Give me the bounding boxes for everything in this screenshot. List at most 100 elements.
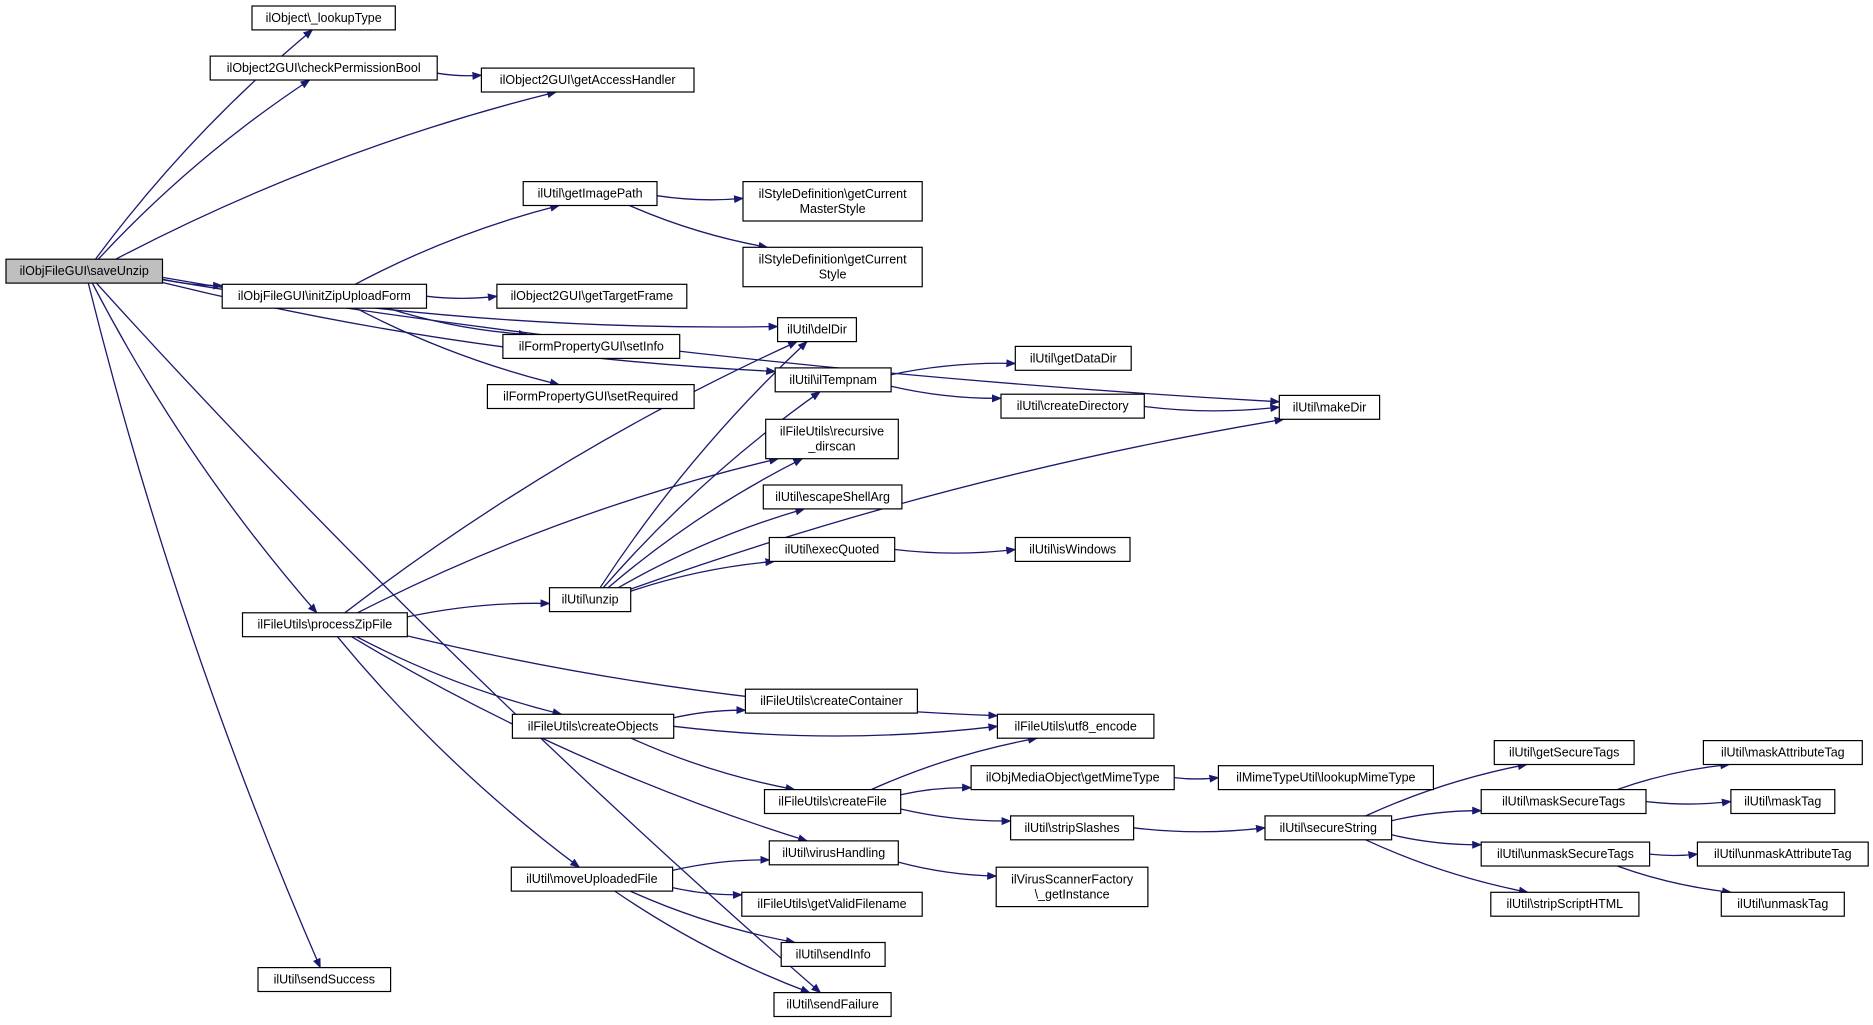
node-createDirectory[interactable]: ilUtil\createDirectory <box>1000 393 1145 419</box>
node-box-stripSlashes[interactable] <box>1009 815 1135 841</box>
node-box-getDataDir[interactable] <box>1014 345 1132 371</box>
node-getDataDir[interactable]: ilUtil\getDataDir <box>1014 345 1132 371</box>
node-box-saveUnzip[interactable] <box>5 258 164 284</box>
node-saveUnzip[interactable]: ilObjFileGUI\saveUnzip <box>5 258 164 284</box>
node-box-initZipUploadForm[interactable] <box>221 283 428 309</box>
node-lookupType[interactable]: ilObject\_lookupType <box>251 5 396 31</box>
node-setRequired[interactable]: ilFormPropertyGUI\setRequired <box>486 384 695 410</box>
node-box-getImagePath[interactable] <box>522 181 658 207</box>
node-maskAttributeTag[interactable]: ilUtil\maskAttributeTag <box>1702 739 1863 766</box>
node-box-isWindows[interactable] <box>1014 536 1131 562</box>
node-getSecureTags[interactable]: ilUtil\getSecureTags <box>1493 739 1635 766</box>
node-getTargetFrame[interactable]: ilObject2GUI\getTargetFrame <box>496 283 688 309</box>
edge-getImagePath-to-getCurrentStyle <box>629 204 769 250</box>
node-makeDir[interactable]: ilUtil\makeDir <box>1278 394 1381 420</box>
node-createContainer[interactable]: ilFileUtils\createContainer <box>744 688 919 714</box>
edge-processZipFile-to-recursive_dirscan <box>357 456 780 614</box>
node-label-getSecureTags-0: ilUtil\getSecureTags <box>1509 746 1619 760</box>
node-recursive_dirscan[interactable]: ilFileUtils\recursive_dirscan <box>765 418 899 460</box>
node-box-processZipFile[interactable] <box>241 612 408 638</box>
node-box-createDirectory[interactable] <box>1000 393 1145 419</box>
node-box-maskSecureTags[interactable] <box>1480 788 1647 815</box>
node-box-stripScriptHTML[interactable] <box>1490 891 1640 917</box>
node-box-virusHandling[interactable] <box>768 840 899 866</box>
node-unmaskTag[interactable]: ilUtil\unmaskTag <box>1720 891 1845 917</box>
node-unmaskSecureTags[interactable]: ilUtil\unmaskSecureTags <box>1480 841 1651 867</box>
node-secureString[interactable]: ilUtil\secureString <box>1264 815 1393 841</box>
node-stripScriptHTML[interactable]: ilUtil\stripScriptHTML <box>1490 891 1640 917</box>
node-getValidFilename[interactable]: ilFileUtils\getValidFilename <box>741 891 923 917</box>
node-box-sendInfo[interactable] <box>780 941 886 967</box>
node-getImagePath[interactable]: ilUtil\getImagePath <box>522 181 658 207</box>
node-label-sendSuccess-0: ilUtil\sendSuccess <box>274 973 375 987</box>
node-getAccessHandler[interactable]: ilObject2GUI\getAccessHandler <box>480 67 695 93</box>
node-getMimeType[interactable]: ilObjMediaObject\getMimeType <box>970 765 1175 791</box>
node-box-recursive_dirscan[interactable] <box>765 418 899 460</box>
node-lookupMimeType[interactable]: ilMimeTypeUtil\lookupMimeType <box>1217 765 1435 791</box>
node-unmaskAttributeTag[interactable]: ilUtil\unmaskAttributeTag <box>1696 841 1869 867</box>
node-box-sendSuccess[interactable] <box>257 966 392 993</box>
node-box-maskTag[interactable] <box>1730 788 1836 815</box>
node-stripSlashes[interactable]: ilUtil\stripSlashes <box>1009 815 1135 841</box>
node-sendFailure[interactable]: ilUtil\sendFailure <box>773 991 892 1018</box>
node-maskTag[interactable]: ilUtil\maskTag <box>1730 788 1836 815</box>
edge-unzip-to-makeDir <box>630 416 1285 590</box>
edge-createFile-to-stripSlashes <box>900 808 1012 826</box>
node-label-execQuoted-0: ilUtil\execQuoted <box>785 543 880 557</box>
node-box-getCurrentStyle[interactable] <box>742 246 923 288</box>
node-box-makeDir[interactable] <box>1278 394 1381 420</box>
node-box-getAccessHandler[interactable] <box>480 67 695 93</box>
node-box-getValidFilename[interactable] <box>741 891 923 917</box>
node-execQuoted[interactable]: ilUtil\execQuoted <box>768 536 896 562</box>
node-processZipFile[interactable]: ilFileUtils\processZipFile <box>241 612 408 638</box>
node-box-sendFailure[interactable] <box>773 991 892 1018</box>
node-box-unmaskAttributeTag[interactable] <box>1696 841 1869 867</box>
node-unzip[interactable]: ilUtil\unzip <box>548 587 632 613</box>
node-createFile[interactable]: ilFileUtils\createFile <box>763 788 902 815</box>
node-createObjects[interactable]: ilFileUtils\createObjects <box>511 713 675 739</box>
node-box-getSecureTags[interactable] <box>1493 739 1635 766</box>
node-box-lookupType[interactable] <box>251 5 396 31</box>
node-maskSecureTags[interactable]: ilUtil\maskSecureTags <box>1480 788 1647 815</box>
node-box-maskAttributeTag[interactable] <box>1702 739 1863 766</box>
node-box-getInstance[interactable] <box>995 866 1149 908</box>
node-box-lookupMimeType[interactable] <box>1217 765 1435 791</box>
node-box-utf8_encode[interactable] <box>996 713 1155 739</box>
node-virusHandling[interactable]: ilUtil\virusHandling <box>768 840 899 866</box>
node-box-ilTempnam[interactable] <box>774 367 892 393</box>
node-utf8_encode[interactable]: ilFileUtils\utf8_encode <box>996 713 1155 739</box>
edge-createObjects-to-createFile <box>630 737 796 792</box>
node-box-createContainer[interactable] <box>744 688 919 714</box>
node-box-unmaskTag[interactable] <box>1720 891 1845 917</box>
node-box-createObjects[interactable] <box>511 713 675 739</box>
node-box-setInfo[interactable] <box>502 333 681 359</box>
node-box-setRequired[interactable] <box>486 384 695 410</box>
node-delDir[interactable]: ilUtil\delDir <box>776 317 857 343</box>
node-ilTempnam[interactable]: ilUtil\ilTempnam <box>774 367 892 393</box>
node-isWindows[interactable]: ilUtil\isWindows <box>1014 536 1131 562</box>
node-getInstance[interactable]: ilVirusScannerFactory\_getInstance <box>995 866 1149 908</box>
node-sendInfo[interactable]: ilUtil\sendInfo <box>780 941 886 967</box>
node-box-checkPermissionBool[interactable] <box>209 55 438 81</box>
node-box-createFile[interactable] <box>763 788 902 815</box>
node-label-setInfo-0: ilFormPropertyGUI\setInfo <box>519 339 664 353</box>
node-box-secureString[interactable] <box>1264 815 1393 841</box>
node-box-getCurrentMasterStyle[interactable] <box>742 181 923 222</box>
node-box-delDir[interactable] <box>776 317 857 343</box>
node-initZipUploadForm[interactable]: ilObjFileGUI\initZipUploadForm <box>221 283 428 309</box>
node-box-escapeShellArg[interactable] <box>762 484 903 510</box>
node-box-getMimeType[interactable] <box>970 765 1175 791</box>
node-sendSuccess[interactable]: ilUtil\sendSuccess <box>257 966 392 993</box>
node-box-getTargetFrame[interactable] <box>496 283 688 309</box>
node-box-unzip[interactable] <box>548 587 632 613</box>
node-box-moveUploadedFile[interactable] <box>510 866 674 892</box>
node-moveUploadedFile[interactable]: ilUtil\moveUploadedFile <box>510 866 674 892</box>
node-box-execQuoted[interactable] <box>768 536 896 562</box>
node-escapeShellArg[interactable]: ilUtil\escapeShellArg <box>762 484 903 510</box>
node-label-getDataDir-0: ilUtil\getDataDir <box>1030 351 1117 365</box>
node-setInfo[interactable]: ilFormPropertyGUI\setInfo <box>502 333 681 359</box>
node-checkPermissionBool[interactable]: ilObject2GUI\checkPermissionBool <box>209 55 438 81</box>
node-box-unmaskSecureTags[interactable] <box>1480 841 1651 867</box>
